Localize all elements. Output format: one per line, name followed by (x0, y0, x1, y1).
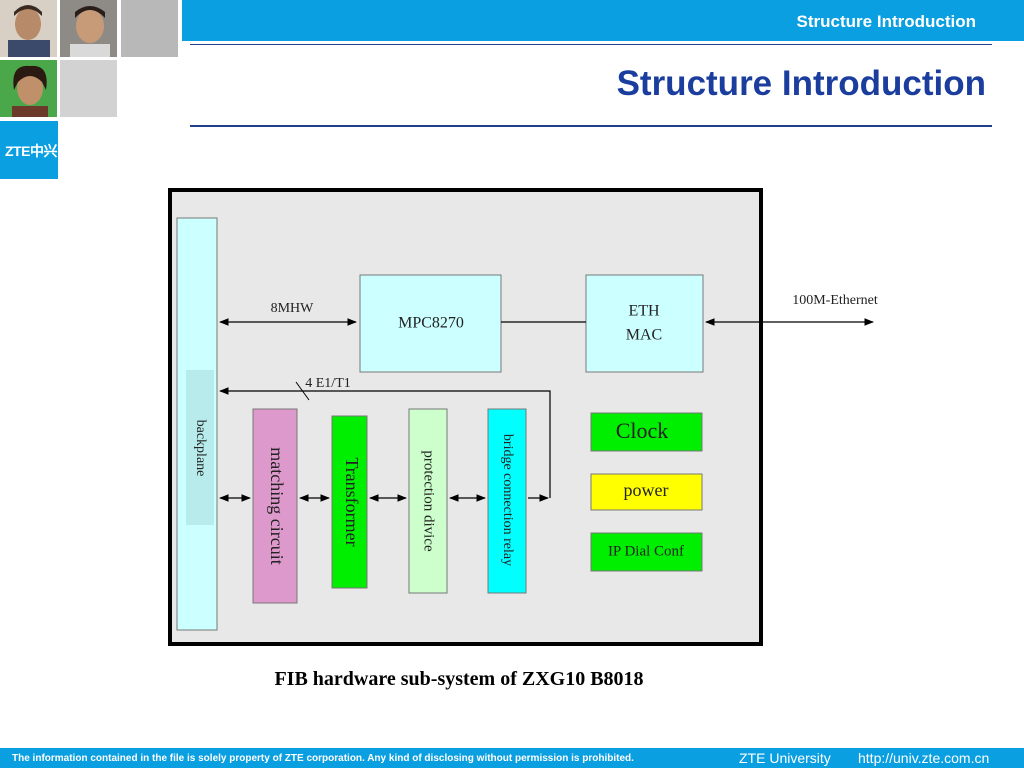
ip-dial-conf-label: IP Dial Conf (608, 543, 684, 559)
clock-label: Clock (616, 418, 669, 443)
mpc8270-label: MPC8270 (398, 315, 464, 332)
ip-dial-conf-block (590, 532, 703, 572)
transformer-block (331, 415, 368, 589)
protection-device-label: protection divice (421, 450, 437, 552)
e1t1-label: 4 E1/T1 (305, 376, 351, 391)
bridge-relay-block (487, 408, 527, 594)
person-photo-1 (0, 0, 57, 57)
person-photo-2 (60, 0, 117, 57)
e1t1-tick (295, 381, 310, 401)
footer-url-link[interactable]: http://univ.zte.com.cn (858, 750, 990, 766)
matching-circuit-label: matching circuit (267, 447, 287, 564)
mpc8270-block (359, 274, 502, 373)
e1t1-loop-line (219, 387, 551, 498)
gray-tile-icon (121, 0, 178, 57)
eth-mac-label-line1: ETH (628, 303, 660, 320)
header-rule-bottom (190, 125, 992, 127)
bridge-relay-label: bridge connection relay (500, 434, 515, 566)
transformer-label: Transformer (342, 457, 362, 546)
person-photo-icon (0, 0, 57, 57)
clock-block (590, 412, 703, 452)
eth-mac-label-line2: MAC (626, 327, 662, 344)
gray-tile-icon (60, 60, 117, 117)
diagram-caption: FIB hardware sub-system of ZXG10 B8018 (274, 668, 644, 690)
footer-university: ZTE University (739, 750, 831, 766)
backplane-highlight (186, 370, 214, 525)
header-bar: Structure Introduction (182, 0, 1024, 41)
backplane-label: backplane (193, 420, 208, 477)
ethernet-label: 100M-Ethernet (792, 293, 878, 308)
power-label: power (624, 480, 669, 500)
power-block (590, 473, 703, 511)
footer-bar: The information contained in the file is… (0, 748, 1024, 768)
person-photo-3 (0, 60, 57, 117)
person-photo-icon (0, 60, 57, 117)
footer-disclaimer: The information contained in the file is… (12, 753, 634, 764)
protection-device-block (408, 408, 448, 594)
hw-bus-label: 8MHW (271, 301, 315, 316)
header-rule-top (190, 44, 992, 45)
matching-circuit-block (252, 408, 298, 604)
header-bar-title: Structure Introduction (796, 12, 976, 31)
fib-hardware-diagram: backplane MPC8270 ETH MAC 8MHW 100M-Ethe… (168, 188, 878, 646)
gray-tile (121, 0, 178, 57)
eth-mac-block (585, 274, 704, 373)
person-photo-icon (60, 0, 117, 57)
zte-logo-text: ZTE中兴 (5, 143, 57, 159)
zte-logo: ZTE中兴 (0, 121, 58, 179)
gray-tile (60, 60, 117, 117)
page-title: Structure Introduction (616, 64, 986, 103)
